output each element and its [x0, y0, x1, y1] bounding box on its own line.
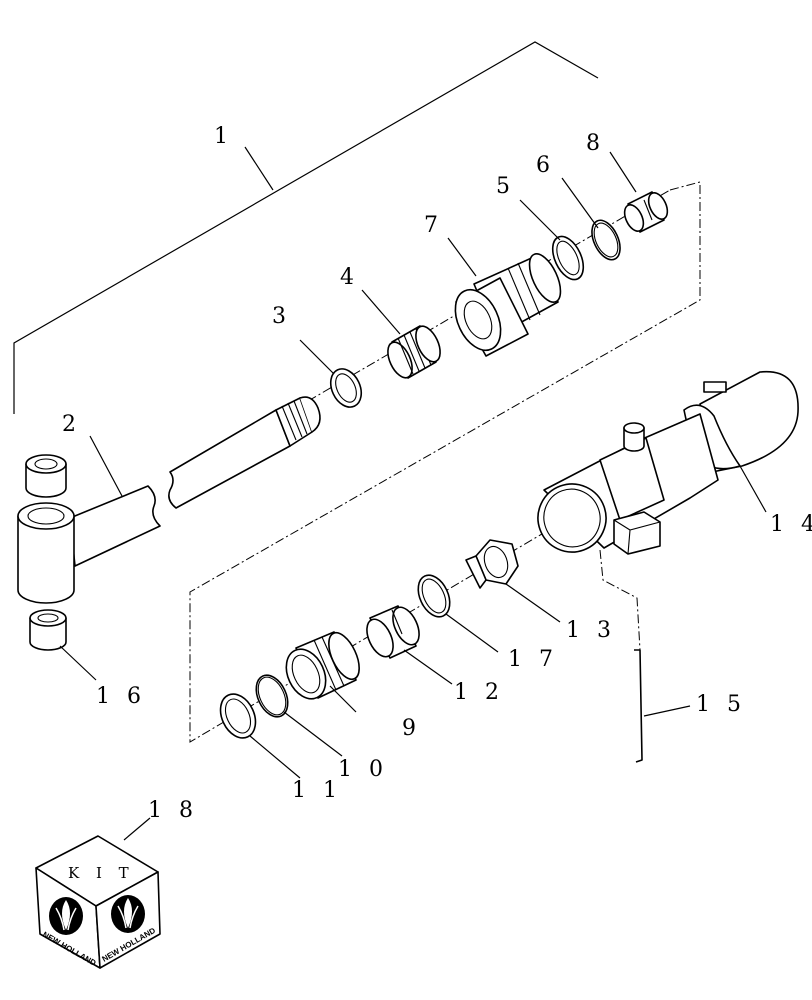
split-ring-part-12: [366, 605, 420, 659]
kit-label: K I T: [68, 864, 135, 882]
callout-18: 1 8: [148, 798, 198, 823]
callout-17: 1 7: [508, 647, 558, 672]
callout-labels: 1 2 3 4 5 6 7 8 9 1 0 1 1 1 2 1 3 1 4 1 …: [62, 124, 812, 823]
callout-12: 1 2: [454, 680, 504, 705]
callout-10: 1 0: [338, 757, 388, 782]
o-ring-part-6: [591, 219, 621, 261]
callout-8: 8: [586, 131, 605, 156]
callout-11: 1 1: [292, 778, 342, 803]
piston-rod-part: [168, 396, 321, 509]
o-ring-part-10: [255, 674, 289, 718]
callout-2: 2: [62, 412, 81, 437]
callout-7: 7: [424, 213, 443, 238]
callout-3: 3: [272, 304, 291, 329]
gland-part-7: [454, 253, 562, 357]
pin-part-15: [634, 649, 643, 763]
callout-9: 9: [402, 716, 421, 741]
ring-part-17: [417, 574, 451, 618]
piston-part-9: [285, 631, 360, 700]
cylinder-barrel-part-14: [537, 370, 799, 555]
callout-6: 6: [536, 153, 555, 178]
callout-14: 1 4: [770, 512, 812, 537]
callout-15: 1 5: [696, 692, 746, 717]
assembly-bracket: [13, 41, 599, 414]
split-ring-part-8: [623, 191, 669, 233]
ring-part-5: [551, 235, 585, 281]
callout-4: 4: [340, 265, 359, 290]
callout-5: 5: [496, 174, 515, 199]
ring-part-3: [329, 368, 363, 408]
ring-part-11: [219, 693, 257, 739]
callout-1: 1: [214, 124, 233, 149]
kit-box-part-18: K I T NEW HOLLAND NEW HOLLAND: [35, 835, 161, 969]
callout-13: 1 3: [566, 618, 616, 643]
leader-lines: [59, 151, 767, 841]
callout-16: 1 6: [96, 684, 146, 709]
rod-eye-part: [17, 454, 161, 651]
nut-part-13: [465, 539, 519, 589]
packing-part-4: [387, 325, 441, 379]
